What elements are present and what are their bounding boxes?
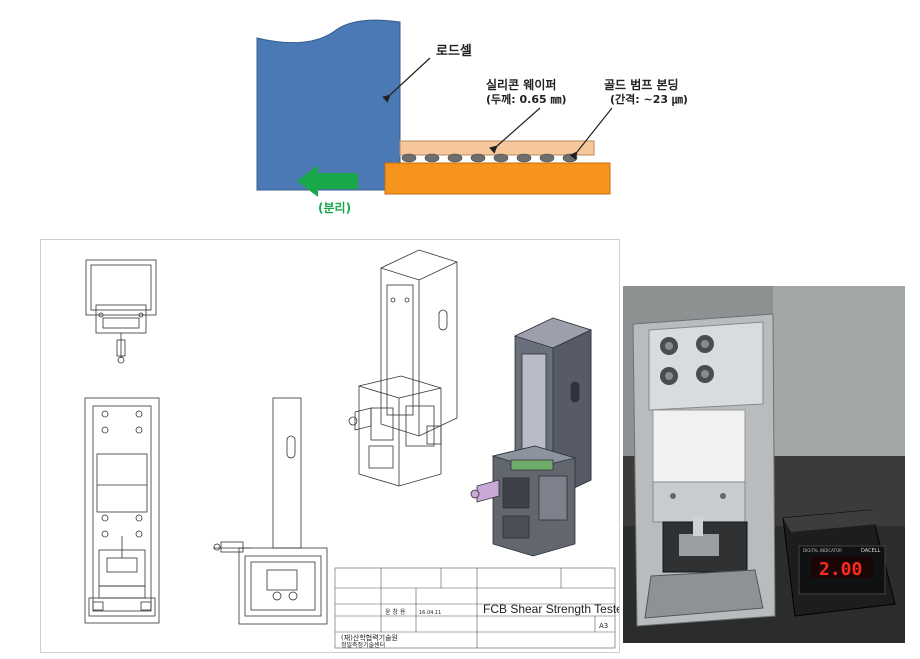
wafer-label: 실리콘 웨이퍼 [486, 77, 556, 92]
separation-arrow [297, 165, 358, 197]
title-block-org-line1: (재)산학협력기술원 [341, 633, 398, 642]
wafer-thickness-label: (두께: 0.65 ㎜) [486, 92, 567, 106]
load-cell-leader [382, 57, 431, 103]
isometric-wireframe-view [348, 249, 458, 487]
tester-device [632, 313, 776, 627]
tester-photo: DIGITAL INDICATOR DACELL 2.00 [623, 286, 905, 643]
title-block-org-line2: 정밀측정기술센터 [341, 641, 385, 649]
title-block-sheet-size: A3 [599, 622, 608, 630]
indicator-display: 2.00 [819, 559, 862, 580]
load-cell-label: 로드셀 [436, 44, 472, 59]
front-view [84, 397, 160, 624]
substrate [384, 162, 611, 195]
title-block-product-name: FCB Shear Strength Tester [483, 602, 620, 616]
silicon-wafer [399, 140, 595, 156]
bond-shear-schematic: 로드셀 실리콘 웨이퍼 (두께: 0.65 ㎜) 골드 범프 본딩 (간격: ~… [256, 19, 688, 215]
digital-indicator [782, 509, 896, 617]
title-block [334, 567, 616, 649]
indicator-caption: DIGITAL INDICATOR [803, 548, 842, 553]
load-cell-block [256, 19, 401, 191]
side-view [213, 397, 328, 625]
wafer-leader [489, 107, 541, 154]
title-block-date: 16.04.11 [419, 610, 441, 616]
bump-label: 골드 범프 본딩 [604, 77, 679, 92]
title-block-author: 윤 창 용 [385, 608, 406, 616]
bump-pitch-label: (간격: ~23 ㎛) [610, 92, 688, 106]
engineering-drawing-sheet: FCB Shear Strength Tester A3 윤 창 용 16.04… [40, 239, 620, 653]
shaded-3d-model [470, 317, 593, 557]
indicator-brand: DACELL [861, 548, 881, 554]
separation-label: (분리) [318, 200, 351, 215]
bump-leader [569, 107, 613, 160]
top-view [85, 259, 157, 364]
